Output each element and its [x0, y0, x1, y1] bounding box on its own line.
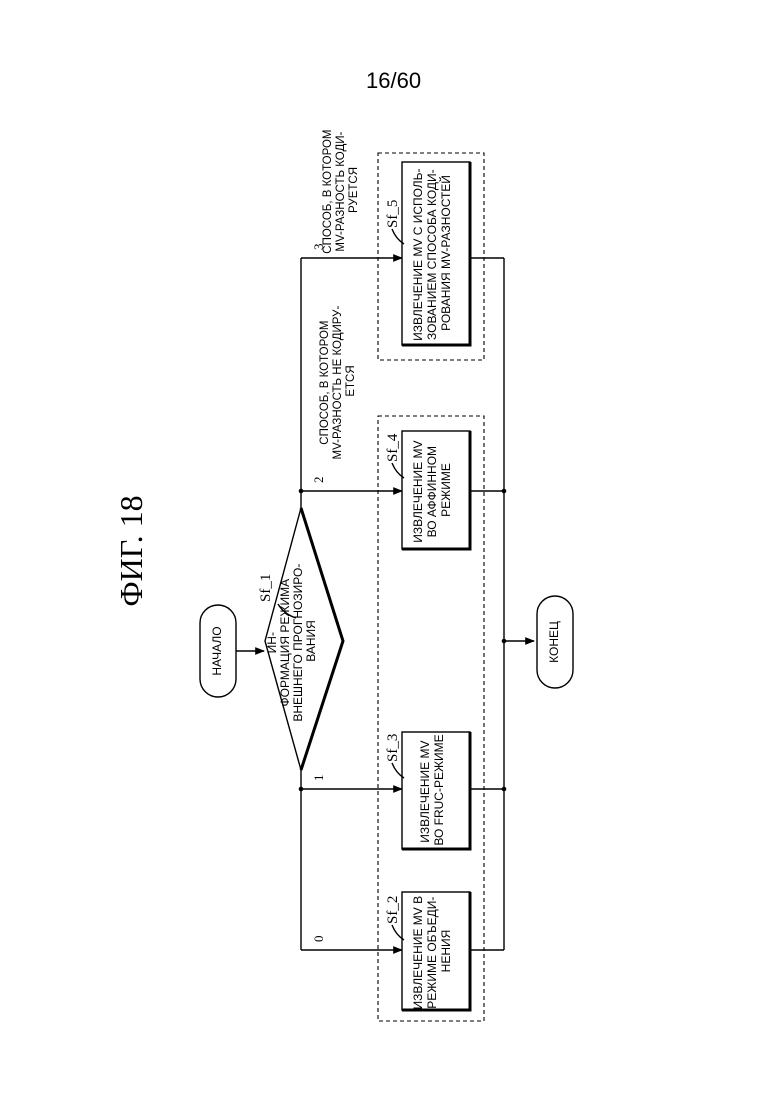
end-label: КОНЕЦ — [547, 621, 561, 663]
decision-ref: Sf_1 — [258, 574, 274, 602]
ref-sf4: Sf_4 — [385, 433, 401, 462]
process-box-sf4: ИЗВЛЕЧЕНИЕ MV ВО АФФИННОМ РЕЖИМЕ — [402, 431, 470, 549]
branch-value-1: 1 — [311, 775, 326, 782]
ref-sf2: Sf_2 — [385, 896, 401, 924]
branch-value-0: 0 — [311, 936, 326, 943]
figure-title: ФИГ. 18 — [113, 495, 149, 606]
end-terminal: КОНЕЦ — [537, 596, 573, 688]
process-box-sf3: ИЗВЛЕЧЕНИЕ MV ВО FRUC-РЕЖИМЕ — [402, 732, 470, 849]
process-box-sf5: ИЗВЛЕЧЕНИЕ MV С ИСПОЛЬ- ЗОВАНИЕМ СПОСОБА… — [402, 162, 470, 345]
branch-value-2: 2 — [311, 477, 326, 484]
process-box-sf2: ИЗВЛЕЧЕНИЕ MV В РЕЖИМЕ ОБЪЕДИ- НЕНИЯ — [402, 892, 470, 1010]
group-label-coded: СПОСОБ, В КОТОРОМ MV-РАЗНОСТЬ КОДИ- РУЕТ… — [322, 126, 360, 253]
svg-text:ИЗВЛЕЧЕНИЕ MV С ИСПОЛЬ-: ИЗВЛЕЧЕНИЕ MV С ИСПОЛЬ- ЗОВАНИЕМ СПОСОБА… — [411, 165, 453, 341]
start-label: НАЧАЛО — [210, 626, 224, 675]
decision-line-3: ВНЕШНЕГО ПРОГНОЗИРО- — [291, 564, 305, 722]
decision-line-4: ВАНИЯ — [304, 620, 318, 662]
ref-sf5: Sf_5 — [385, 200, 401, 228]
decision-diamond: ИН- ФОРМАЦИЯ РЕЖИМА ВНЕШНЕГО ПРОГНОЗИРО-… — [265, 508, 343, 770]
ref-sf3: Sf_3 — [385, 734, 401, 762]
decision-line-1: ИН- — [265, 632, 279, 653]
merge-connectors — [470, 258, 534, 950]
start-terminal: НАЧАЛО — [200, 605, 236, 697]
svg-text:ИЗВЛЕЧЕНИЕ MV ВО FRUC-РЕ: ИЗВЛЕЧЕНИЕ MV ВО FRUC-РЕЖИМЕ — [418, 734, 446, 845]
decision-line-2: ФОРМАЦИЯ РЕЖИМА — [278, 579, 292, 707]
group-label-not-coded: СПОСОБ, В КОТОРОМ MV-РАЗНОСТЬ НЕ КОДИРУ-… — [319, 302, 357, 459]
